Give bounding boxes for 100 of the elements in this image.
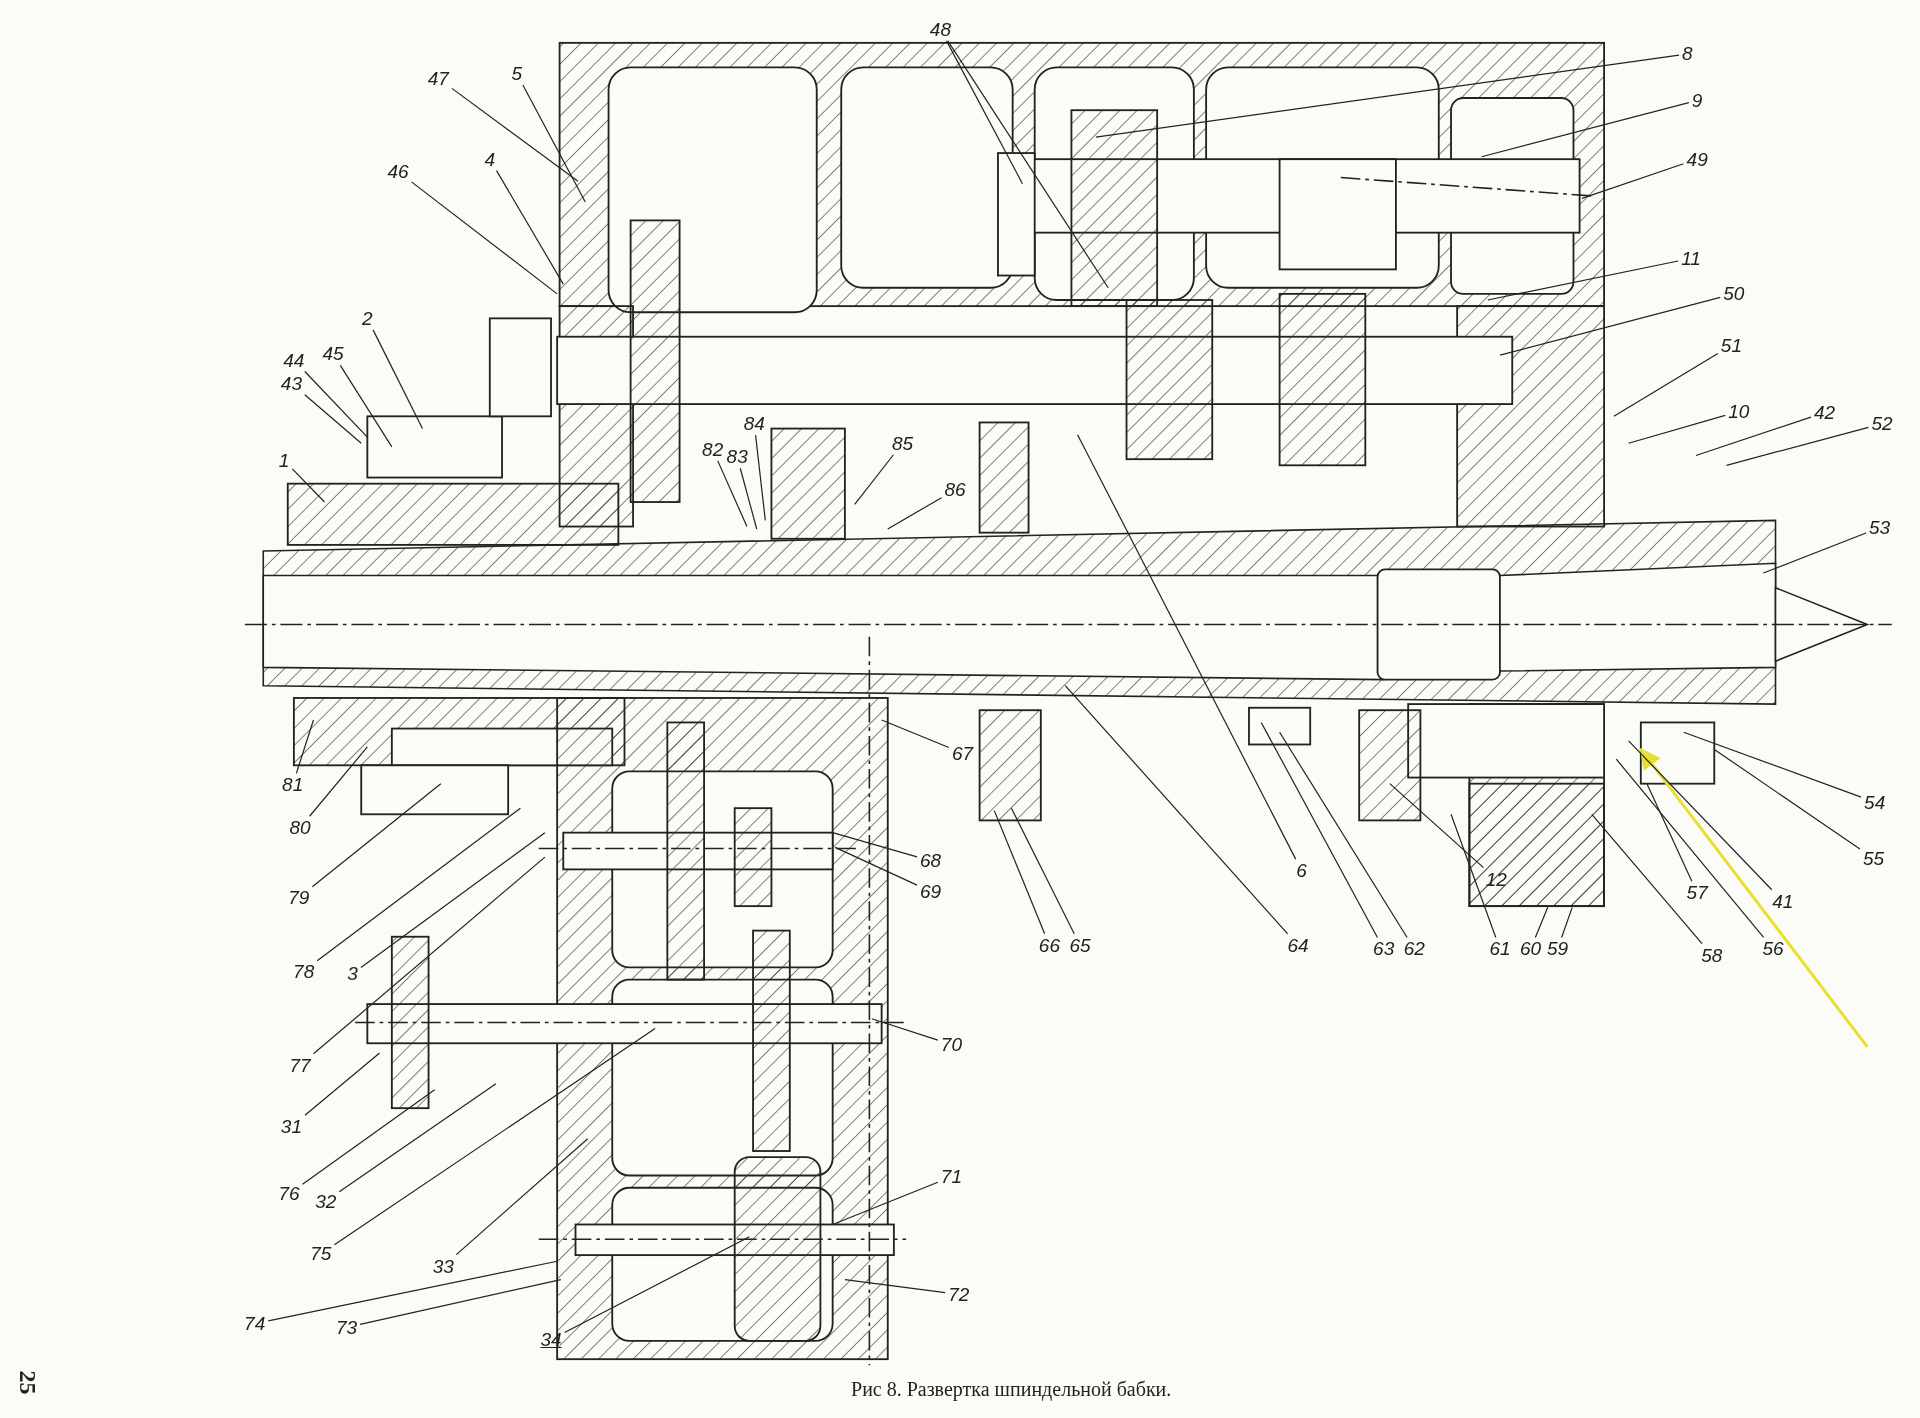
callout-number: 59 — [1544, 938, 1571, 960]
leader-line — [338, 1083, 497, 1193]
callout-number: 10 — [1726, 400, 1752, 422]
callout-number: 72 — [946, 1283, 972, 1305]
callout-number: 82 — [700, 438, 726, 460]
callout-number: 75 — [308, 1243, 334, 1265]
callout-number: 69 — [918, 880, 944, 902]
callout-number: 57 — [1684, 882, 1710, 904]
leader-line — [1095, 54, 1680, 138]
leader-line — [755, 434, 766, 521]
callout-number: 32 — [313, 1190, 339, 1212]
leader-line — [1534, 906, 1549, 939]
leader-line — [871, 1018, 939, 1041]
callout-number: 62 — [1401, 938, 1427, 960]
callout-number: 67 — [949, 742, 975, 764]
leader-line — [947, 40, 1109, 289]
leader-line — [267, 1260, 558, 1322]
leader-line — [832, 1181, 939, 1226]
leader-line — [304, 394, 362, 444]
leader-line — [1389, 783, 1485, 869]
callout-number: 65 — [1067, 934, 1093, 956]
callout-number: 61 — [1487, 938, 1513, 960]
callout-number: 76 — [276, 1183, 302, 1205]
leader-line — [410, 181, 558, 295]
leader-line — [1076, 434, 1297, 860]
callout-number: 50 — [1721, 283, 1747, 305]
callout-number: 33 — [430, 1255, 456, 1277]
leader-line — [1646, 783, 1693, 882]
leader-line — [291, 468, 326, 503]
callout-number: 2 — [360, 307, 375, 329]
callout-number: 80 — [287, 817, 313, 839]
leader-line — [304, 1052, 381, 1116]
callout-number: 1 — [276, 449, 292, 471]
leader-line — [832, 832, 918, 858]
leader-line — [1725, 426, 1870, 466]
callout-number: 49 — [1684, 148, 1710, 170]
leader-line — [1581, 163, 1685, 199]
leader-line — [359, 1279, 562, 1325]
callout-number: 53 — [1867, 517, 1893, 539]
callout-number: 71 — [938, 1166, 964, 1188]
leader-line — [834, 846, 918, 886]
callout-number: 84 — [741, 413, 767, 435]
leader-line — [717, 460, 748, 528]
callout-number: 54 — [1862, 791, 1888, 813]
callout-number: 42 — [1811, 402, 1838, 424]
callout-number: 73 — [333, 1316, 360, 1338]
leader-line — [1450, 813, 1497, 939]
leader-line — [312, 856, 546, 1055]
leader-line — [1615, 758, 1765, 939]
leader-line — [945, 40, 1024, 185]
callout-number: 66 — [1036, 934, 1062, 956]
leader-line — [311, 783, 442, 888]
leader-line — [333, 1027, 656, 1246]
callout-number: 83 — [724, 446, 750, 468]
callout-number: 81 — [280, 774, 306, 796]
callout-number: 46 — [385, 160, 411, 182]
leader-line — [739, 467, 758, 530]
callout-number: 44 — [281, 349, 307, 371]
leader-line — [1627, 740, 1773, 891]
callout-number: 43 — [278, 372, 304, 394]
leader-line — [881, 719, 950, 749]
callout-number: 78 — [291, 960, 317, 982]
callout-number: 9 — [1689, 89, 1705, 111]
callout-number: 48 — [927, 18, 953, 40]
leader-line — [993, 810, 1046, 935]
callout-number: 6 — [1294, 860, 1309, 882]
leader-line — [1683, 731, 1862, 798]
leader-line — [1279, 731, 1408, 939]
leader-line — [1260, 721, 1379, 939]
leader-line — [301, 1089, 436, 1185]
leader-line — [1695, 416, 1812, 457]
callout-number: 4 — [482, 148, 498, 170]
callout-number: 70 — [938, 1034, 964, 1055]
callout-number: 68 — [918, 850, 944, 872]
callout-number: 5 — [509, 62, 524, 84]
leader-line — [1762, 532, 1867, 574]
leader-line — [308, 746, 368, 817]
callout-number: 77 — [287, 1054, 313, 1076]
leader-line — [372, 329, 424, 430]
leader-line — [1591, 813, 1703, 945]
callout-number: 52 — [1869, 413, 1895, 435]
callout-number: 58 — [1699, 944, 1725, 966]
leader-line — [1561, 906, 1573, 939]
leader-line — [295, 719, 315, 774]
leader-line — [1487, 260, 1679, 301]
callout-number: 74 — [242, 1313, 268, 1335]
callout-number: 8 — [1680, 43, 1695, 65]
callout-number: 31 — [278, 1116, 304, 1137]
leader-line — [887, 497, 943, 530]
callout-number: 45 — [320, 343, 346, 365]
callout-number: 56 — [1760, 938, 1786, 960]
callout-number: 63 — [1371, 938, 1397, 960]
leader-line — [451, 87, 579, 182]
callout-number: 79 — [286, 887, 312, 909]
callout-number: 47 — [425, 67, 451, 89]
callout-number: 64 — [1285, 934, 1311, 956]
leader-line — [854, 454, 895, 506]
callout-number: 55 — [1860, 847, 1887, 869]
leader-line — [1627, 414, 1726, 444]
leader-line — [1064, 685, 1289, 935]
